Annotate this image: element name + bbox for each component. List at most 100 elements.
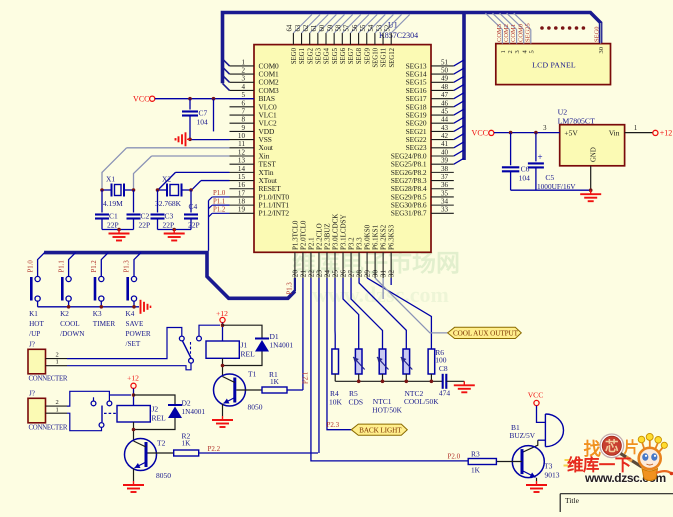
svg-text:2: 2 bbox=[241, 66, 245, 74]
svg-text:COOL/50K: COOL/50K bbox=[404, 397, 439, 406]
svg-text:R5: R5 bbox=[349, 389, 358, 398]
svg-text:片: 片 bbox=[624, 438, 640, 457]
svg-text:32.768K: 32.768K bbox=[155, 199, 182, 208]
svg-text:46: 46 bbox=[441, 99, 449, 107]
svg-text:C3: C3 bbox=[165, 212, 174, 221]
svg-text:27: 27 bbox=[348, 270, 356, 278]
svg-text:/SET: /SET bbox=[126, 340, 141, 348]
svg-text:25: 25 bbox=[332, 270, 340, 278]
svg-text:36: 36 bbox=[441, 181, 449, 189]
svg-text:SEG25: SEG25 bbox=[524, 23, 531, 42]
svg-text:REL: REL bbox=[152, 414, 167, 423]
svg-text:SEG16: SEG16 bbox=[406, 86, 427, 95]
svg-text:5: 5 bbox=[241, 91, 245, 99]
svg-text:8: 8 bbox=[241, 116, 245, 124]
svg-text:P2.2CLO: P2.2CLO bbox=[316, 223, 324, 250]
svg-text:C7: C7 bbox=[199, 109, 208, 118]
svg-text:SEG23: SEG23 bbox=[406, 143, 427, 152]
svg-text:1K: 1K bbox=[270, 377, 280, 386]
svg-text:48: 48 bbox=[441, 83, 449, 91]
svg-text:Xin: Xin bbox=[259, 151, 270, 160]
svg-text:REL: REL bbox=[241, 350, 256, 359]
svg-text:1K: 1K bbox=[471, 466, 481, 475]
svg-text:C8: C8 bbox=[439, 364, 448, 373]
svg-text:SEG20: SEG20 bbox=[406, 119, 427, 128]
svg-text:22P: 22P bbox=[163, 221, 175, 230]
svg-text:8050: 8050 bbox=[156, 471, 171, 480]
svg-text:5: 5 bbox=[528, 50, 535, 53]
svg-text:57: 57 bbox=[344, 24, 351, 31]
svg-text:C1: C1 bbox=[109, 212, 118, 221]
svg-text:P1.2: P1.2 bbox=[91, 260, 98, 273]
svg-text:COM2: COM2 bbox=[503, 24, 510, 42]
svg-text:+12: +12 bbox=[127, 373, 139, 382]
svg-text:49: 49 bbox=[441, 75, 449, 83]
svg-text:COM0: COM0 bbox=[517, 24, 524, 42]
svg-text:22: 22 bbox=[308, 270, 316, 278]
svg-text:4: 4 bbox=[521, 50, 528, 54]
svg-text:U2: U2 bbox=[558, 108, 568, 117]
svg-text:45: 45 bbox=[441, 107, 449, 115]
svg-text:J2: J2 bbox=[152, 405, 159, 414]
svg-text:SEG1: SEG1 bbox=[299, 48, 306, 64]
svg-text:P6.2KS2: P6.2KS2 bbox=[380, 224, 388, 250]
svg-text:3: 3 bbox=[241, 75, 245, 83]
svg-text:51: 51 bbox=[441, 58, 449, 66]
svg-text:60: 60 bbox=[319, 24, 326, 31]
svg-text:P1.1: P1.1 bbox=[58, 260, 65, 272]
svg-text:SEG22: SEG22 bbox=[406, 135, 427, 144]
svg-text:P2.0: P2.0 bbox=[448, 453, 461, 461]
svg-text:15: 15 bbox=[238, 173, 246, 181]
svg-text:10K: 10K bbox=[329, 398, 343, 407]
svg-text:61: 61 bbox=[311, 25, 318, 32]
svg-text:1: 1 bbox=[241, 58, 245, 66]
svg-text:维库一下: 维库一下 bbox=[567, 455, 631, 475]
svg-text:P3.2: P3.2 bbox=[348, 237, 356, 250]
svg-text:21: 21 bbox=[300, 270, 308, 278]
svg-text:SEG4: SEG4 bbox=[324, 47, 331, 64]
svg-text:VCC: VCC bbox=[528, 390, 544, 399]
svg-text:P3.0LCDCK: P3.0LCDCK bbox=[332, 214, 340, 250]
svg-text:K1: K1 bbox=[29, 310, 38, 318]
svg-text:VLC2: VLC2 bbox=[259, 119, 277, 128]
svg-text:63: 63 bbox=[295, 24, 302, 31]
svg-text:U1: U1 bbox=[388, 21, 398, 30]
svg-text:9013: 9013 bbox=[545, 471, 560, 480]
svg-text:41: 41 bbox=[441, 140, 449, 148]
svg-text:SEG3: SEG3 bbox=[315, 47, 322, 64]
svg-text:3: 3 bbox=[514, 50, 521, 53]
svg-text:+12: +12 bbox=[660, 129, 673, 138]
svg-text:SEG10: SEG10 bbox=[373, 47, 380, 67]
svg-text:SEG17: SEG17 bbox=[406, 94, 427, 103]
svg-text:SEG6: SEG6 bbox=[340, 47, 347, 64]
svg-text:+5V: +5V bbox=[564, 128, 578, 137]
svg-text:GND: GND bbox=[591, 147, 598, 162]
svg-text:7: 7 bbox=[241, 107, 245, 115]
svg-text:1: 1 bbox=[634, 125, 637, 132]
svg-text:4: 4 bbox=[241, 83, 245, 91]
svg-text:30: 30 bbox=[598, 47, 605, 54]
svg-text:SEG29/P8.5: SEG29/P8.5 bbox=[391, 192, 427, 201]
svg-text:BUZ/5V: BUZ/5V bbox=[510, 431, 536, 440]
svg-text:HOT/50K: HOT/50K bbox=[372, 406, 402, 415]
svg-text:D2: D2 bbox=[182, 399, 191, 408]
svg-text:P1.0: P1.0 bbox=[27, 260, 34, 273]
svg-text:SEG12: SEG12 bbox=[389, 47, 396, 67]
svg-text:104: 104 bbox=[197, 118, 209, 127]
svg-text:C5: C5 bbox=[545, 173, 554, 182]
svg-text:SEG5: SEG5 bbox=[332, 47, 339, 64]
svg-text:34: 34 bbox=[441, 198, 449, 206]
svg-text:P2.2: P2.2 bbox=[208, 445, 221, 453]
svg-text:VCC: VCC bbox=[472, 129, 488, 138]
svg-text:22P: 22P bbox=[188, 221, 200, 230]
svg-text:62: 62 bbox=[303, 24, 310, 31]
svg-text:K2: K2 bbox=[60, 310, 69, 318]
svg-text:3: 3 bbox=[543, 125, 547, 132]
svg-text:P2.1: P2.1 bbox=[308, 237, 316, 250]
svg-text:VLC1: VLC1 bbox=[259, 110, 277, 119]
svg-text:20: 20 bbox=[292, 270, 300, 278]
svg-text:37: 37 bbox=[441, 173, 449, 181]
svg-text:23: 23 bbox=[316, 270, 324, 278]
svg-text:J?: J? bbox=[29, 390, 35, 398]
svg-text:1N4001: 1N4001 bbox=[270, 341, 294, 350]
